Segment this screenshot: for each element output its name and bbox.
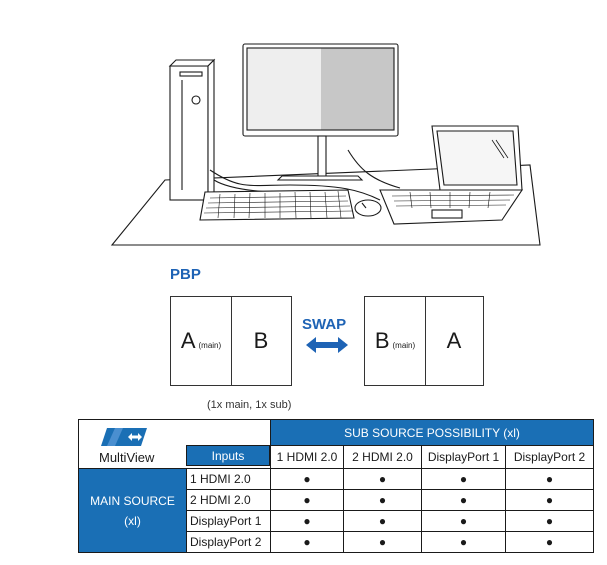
pbp-left-main-letter: A bbox=[180, 328, 196, 353]
table-cell: ● bbox=[421, 489, 506, 511]
pbp-left-sub-cell: B bbox=[231, 297, 291, 385]
pbp-divider bbox=[425, 297, 426, 385]
desktop-setup-illustration bbox=[110, 43, 541, 246]
column-header: 1 HDMI 2.0 bbox=[270, 445, 344, 469]
pbp-caption: (1x main, 1x sub) bbox=[207, 399, 292, 411]
table-cell: ● bbox=[270, 489, 344, 511]
table-cell: ● bbox=[421, 510, 506, 532]
pbp-right-main-letter: B bbox=[374, 328, 390, 353]
main-source-cell: MAIN SOURCE (xl) bbox=[78, 468, 187, 553]
row-label: DisplayPort 1 bbox=[186, 510, 271, 532]
table-cell: ● bbox=[504, 510, 595, 532]
table-row: DisplayPort 2 ● ● ● ● bbox=[79, 531, 595, 553]
multiview-table: MultiView SUB SOURCE POSSIBILITY (xl) 1 … bbox=[78, 419, 595, 553]
main-source-sub: (xl) bbox=[124, 513, 141, 528]
table-cell: ● bbox=[504, 531, 595, 553]
table-cell: ● bbox=[421, 468, 506, 490]
table-cell: ● bbox=[343, 510, 422, 532]
table-cell: ● bbox=[270, 531, 344, 553]
table-row: MAIN SOURCE (xl) 1 HDMI 2.0 ● ● ● ● bbox=[78, 468, 595, 553]
pbp-right-sub-cell: A bbox=[425, 297, 483, 385]
multiview-logo-text: MultiView bbox=[99, 450, 154, 465]
pbp-right-main-cell: B(main) bbox=[365, 297, 425, 385]
table-cell: ● bbox=[343, 489, 422, 511]
column-header: DisplayPort 2 bbox=[504, 445, 595, 469]
multiview-logo-icon bbox=[101, 428, 147, 449]
logo-text-bold: Multi bbox=[99, 450, 127, 465]
column-header: DisplayPort 1 bbox=[421, 445, 506, 469]
swap-label: SWAP bbox=[302, 316, 347, 333]
table-cell: ● bbox=[343, 468, 422, 490]
main-source-label: MAIN SOURCE bbox=[90, 493, 175, 508]
table-row: DisplayPort 1 ● ● ● ● bbox=[79, 510, 595, 532]
table-header-row: MultiView SUB SOURCE POSSIBILITY (xl) bbox=[78, 419, 595, 469]
table-column-row: 1 HDMI 2.0 2 HDMI 2.0 DisplayPort 1 Disp… bbox=[79, 445, 595, 469]
pbp-layout-before: A(main) B bbox=[170, 296, 292, 386]
inputs-header: Inputs bbox=[186, 445, 270, 466]
table-cell: ● bbox=[343, 531, 422, 553]
row-label: 1 HDMI 2.0 bbox=[186, 468, 271, 490]
table-cell: ● bbox=[504, 468, 595, 490]
row-label: 2 HDMI 2.0 bbox=[186, 489, 271, 511]
swap-arrow-icon bbox=[306, 337, 348, 353]
pbp-title: PBP bbox=[170, 266, 201, 283]
column-header: 2 HDMI 2.0 bbox=[343, 445, 422, 469]
table-cell: ● bbox=[504, 489, 595, 511]
pbp-right-main-tag: (main) bbox=[392, 340, 416, 350]
table-cell: ● bbox=[270, 510, 344, 532]
pbp-divider bbox=[231, 297, 232, 385]
pbp-left-main-tag: (main) bbox=[198, 340, 222, 350]
pbp-left-main-cell: A(main) bbox=[171, 297, 231, 385]
pbp-layout-after: B(main) A bbox=[364, 296, 484, 386]
logo-text-regular: View bbox=[126, 450, 155, 465]
table-row: 2 HDMI 2.0 ● ● ● ● bbox=[79, 489, 595, 511]
row-label: DisplayPort 2 bbox=[186, 531, 271, 553]
pbp-left-sub-letter: B bbox=[253, 328, 269, 353]
table-cell: ● bbox=[270, 468, 344, 490]
pbp-right-sub-letter: A bbox=[446, 328, 462, 353]
sub-source-header: SUB SOURCE POSSIBILITY (xl) bbox=[269, 419, 595, 446]
table-cell: ● bbox=[421, 531, 506, 553]
